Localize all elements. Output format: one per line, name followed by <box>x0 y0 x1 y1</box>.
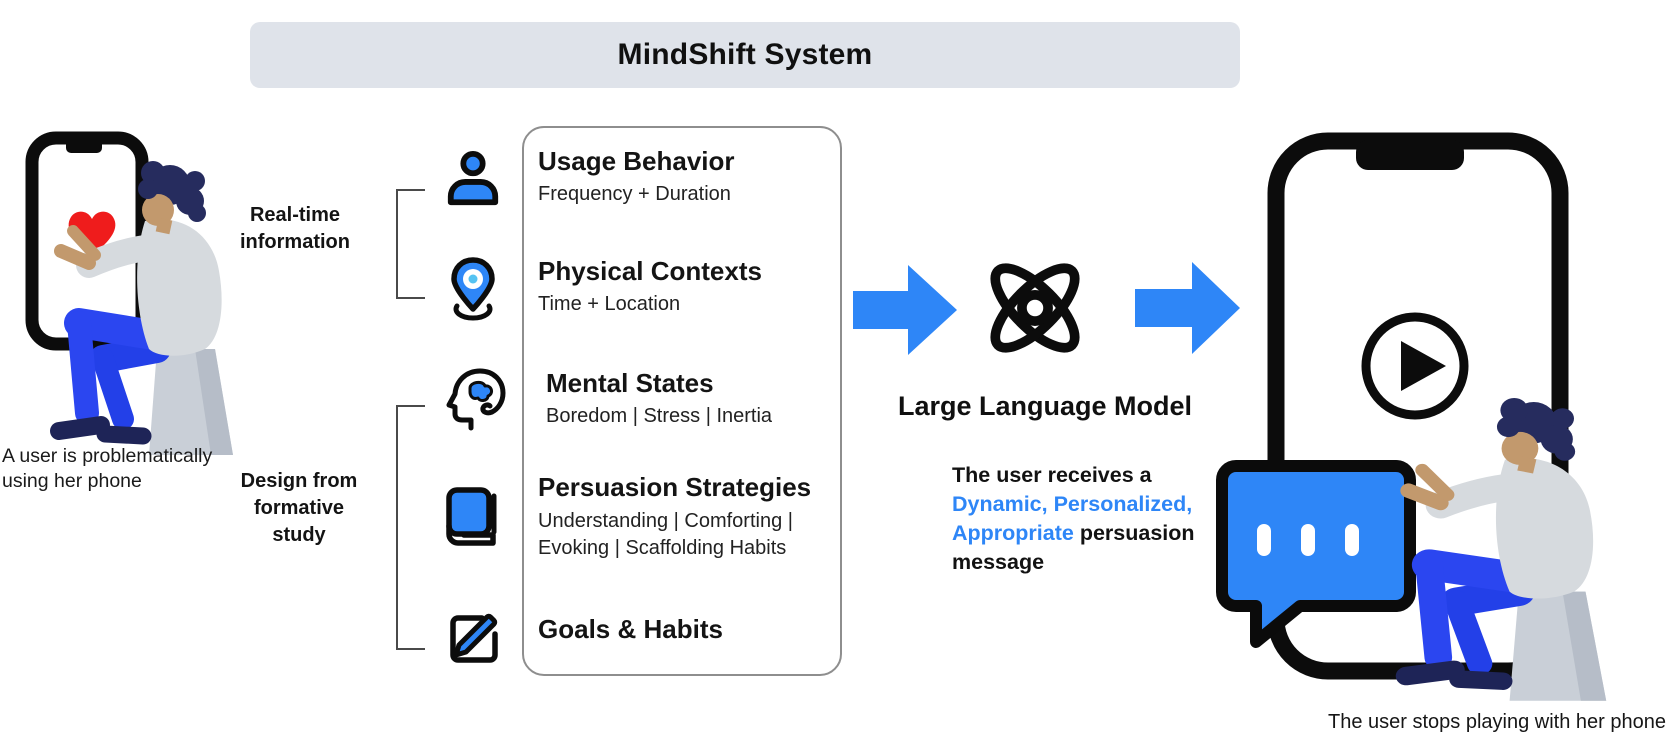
llm-label: Large Language Model <box>897 391 1193 421</box>
formative-label-line2: formative study <box>253 497 345 546</box>
input-item-physical-contexts: Physical Contexts Time + Location <box>538 256 830 318</box>
left-caption-line2: using her phone <box>2 470 142 492</box>
persuasion-strategies-sub1: Understanding | Comforting | <box>538 510 793 532</box>
input-item-usage-behavior: Usage Behavior Frequency + Duration <box>538 146 830 208</box>
input-item-goals-habits: Goals & Habits <box>538 614 830 644</box>
input-item-persuasion-strategies: Persuasion Strategies Understanding | Co… <box>538 472 836 562</box>
realtime-label-line1: Real-time <box>249 204 341 226</box>
formative-bracket <box>396 405 425 650</box>
output-line2: Dynamic, Personalized, <box>952 492 1193 516</box>
edit-icon <box>450 613 498 663</box>
right-caption: The user stops playing with her phone <box>1328 711 1666 733</box>
mental-states-sub: Boredom | Stress | Inertia <box>546 405 773 427</box>
user-icon <box>447 151 499 206</box>
phone-notch <box>1356 140 1464 170</box>
bubble-dot <box>1345 524 1359 556</box>
left-caption-line1: A user is problematically <box>2 445 213 467</box>
persuasion-strategies-title: Persuasion Strategies <box>538 472 812 502</box>
output-line3-highlight: Appropriate <box>952 521 1074 545</box>
input-item-mental-states: Mental States Boredom | Stress | Inertia <box>546 368 834 430</box>
output-line3: Appropriate persuasion <box>952 519 1252 548</box>
title-bar: MindShift System <box>250 22 1240 88</box>
goals-habits-title: Goals & Habits <box>538 614 723 644</box>
atom-icon <box>990 263 1080 353</box>
phone-notch <box>66 138 102 153</box>
physical-contexts-title: Physical Contexts <box>538 256 762 286</box>
left-caption: A user is problematically using her phon… <box>2 444 242 494</box>
persuasion-strategies-sub2: Evoking | Scaffolding Habits <box>538 537 787 559</box>
mental-states-title: Mental States <box>546 368 714 398</box>
output-line4: message <box>952 550 1045 574</box>
problematic-phone-use-illustration <box>25 131 262 472</box>
arrow-right-icon <box>1135 262 1240 354</box>
bubble-dot <box>1257 524 1271 556</box>
realtime-bracket <box>396 189 425 299</box>
output-line3-rest: persuasion <box>1073 521 1195 545</box>
chat-bubble-icon <box>1216 460 1416 648</box>
bubble-dot <box>1301 524 1315 556</box>
head-brain-icon <box>446 368 506 431</box>
arrow-right-icon <box>853 265 957 355</box>
output-line1: The user receives a <box>952 463 1152 487</box>
diagram-title: MindShift System <box>617 38 873 71</box>
usage-behavior-title: Usage Behavior <box>538 146 735 176</box>
location-pin-icon <box>451 257 495 321</box>
realtime-label-line2: information <box>240 231 350 253</box>
play-triangle <box>1401 341 1446 391</box>
formative-study-label: Design from formative study <box>228 468 370 549</box>
persuasion-outcome-illustration <box>1216 132 1672 730</box>
usage-behavior-sub: Frequency + Duration <box>538 183 731 205</box>
output-message-text: The user receives a Dynamic, Personalize… <box>952 461 1252 577</box>
physical-contexts-sub: Time + Location <box>538 293 681 315</box>
book-icon <box>446 487 497 546</box>
realtime-information-label: Real-time information <box>230 202 360 256</box>
inputs-box <box>522 126 842 676</box>
formative-label-line1: Design from <box>240 470 358 492</box>
